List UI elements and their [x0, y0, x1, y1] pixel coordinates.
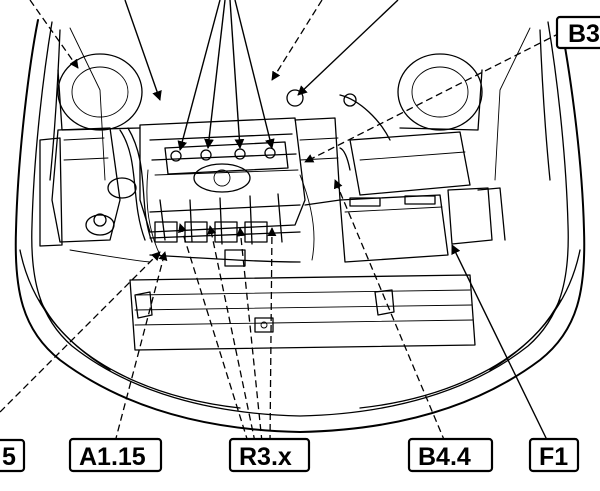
callout-r3-x: R3.x	[228, 437, 311, 473]
callout-left-cut: 5	[0, 438, 26, 473]
callout-b4-4-label: B4.4	[418, 443, 471, 471]
leader-lines	[124, 0, 549, 443]
callout-a1-15: A1.15	[68, 437, 163, 473]
callout-b3-label: B3	[568, 20, 600, 48]
air-filter-housing	[286, 89, 471, 196]
brake-fluid-reservoir	[85, 213, 115, 236]
radiator-grille	[129, 249, 476, 351]
left-fuse-relay-box	[39, 137, 63, 247]
callout-f1-label: F1	[539, 443, 568, 471]
callout-b3: B3	[555, 15, 600, 50]
coolant-reservoir	[51, 127, 137, 243]
dashed-leader-lines	[0, 0, 561, 443]
engine-block	[139, 117, 341, 261]
callout-a1-15-label: A1.15	[79, 443, 146, 471]
left-hoses	[69, 127, 153, 263]
callout-b4-4: B4.4	[407, 437, 494, 473]
car-body-outline	[14, 19, 586, 433]
callout-r3-x-label: R3.x	[239, 443, 292, 471]
callout-f1: F1	[528, 437, 580, 473]
callout-left-cut-label: 5	[2, 443, 16, 471]
right-strut-tower	[397, 53, 483, 131]
battery	[339, 194, 449, 263]
right-fuse-box	[447, 187, 506, 245]
